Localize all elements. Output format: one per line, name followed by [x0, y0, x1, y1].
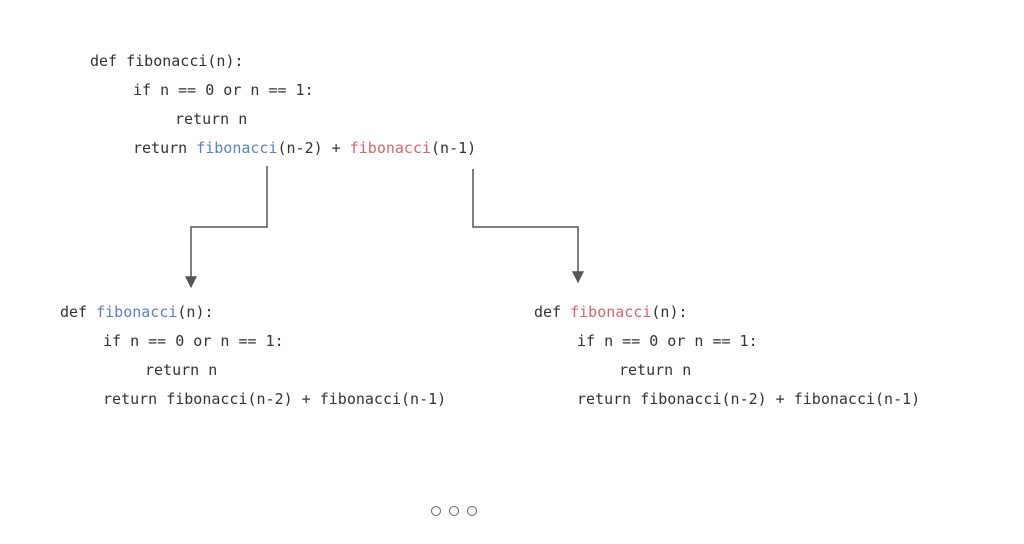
- right-def-line: def fibonacci(n):: [534, 302, 688, 322]
- return-keyword: return: [133, 139, 197, 157]
- left-def-line: def fibonacci(n):: [60, 302, 214, 322]
- recursive-call-right: fibonacci: [349, 139, 432, 157]
- function-name-right: fibonacci: [570, 303, 652, 321]
- recursive-call-left: fibonacci: [196, 139, 278, 157]
- left-return-line: return fibonacci(n-2) + fibonacci(n-1): [103, 390, 447, 408]
- def-keyword: def: [90, 52, 127, 70]
- right-return-n-line: return n: [619, 361, 692, 379]
- top-return-line: return fibonacci(n-2) + fibonacci(n-1): [133, 138, 476, 158]
- function-name-left: fibonacci: [96, 303, 178, 321]
- function-args: (n):: [207, 52, 244, 70]
- arrow-to-right-call: [472, 169, 584, 284]
- arrow-to-left-call: [185, 166, 268, 289]
- function-args: (n):: [651, 303, 688, 321]
- recursive-call-right-args: (n-1): [431, 139, 477, 157]
- def-keyword: def: [60, 303, 97, 321]
- def-keyword: def: [534, 303, 571, 321]
- pagination-dots: [431, 504, 477, 518]
- pager-dot-1[interactable]: [431, 506, 441, 516]
- right-return-line: return fibonacci(n-2) + fibonacci(n-1): [577, 390, 921, 408]
- function-name: fibonacci: [126, 52, 208, 70]
- top-if-line: if n == 0 or n == 1:: [133, 81, 314, 99]
- pager-dot-2[interactable]: [449, 506, 459, 516]
- left-if-line: if n == 0 or n == 1:: [103, 332, 284, 350]
- plus-operator: +: [322, 139, 350, 157]
- pager-dot-3[interactable]: [467, 506, 477, 516]
- top-def-line: def fibonacci(n):: [90, 51, 244, 71]
- left-return-n-line: return n: [145, 361, 218, 379]
- function-args: (n):: [177, 303, 214, 321]
- recursive-call-left-args: (n-2): [277, 139, 323, 157]
- top-return-n-line: return n: [175, 110, 248, 128]
- right-if-line: if n == 0 or n == 1:: [577, 332, 758, 350]
